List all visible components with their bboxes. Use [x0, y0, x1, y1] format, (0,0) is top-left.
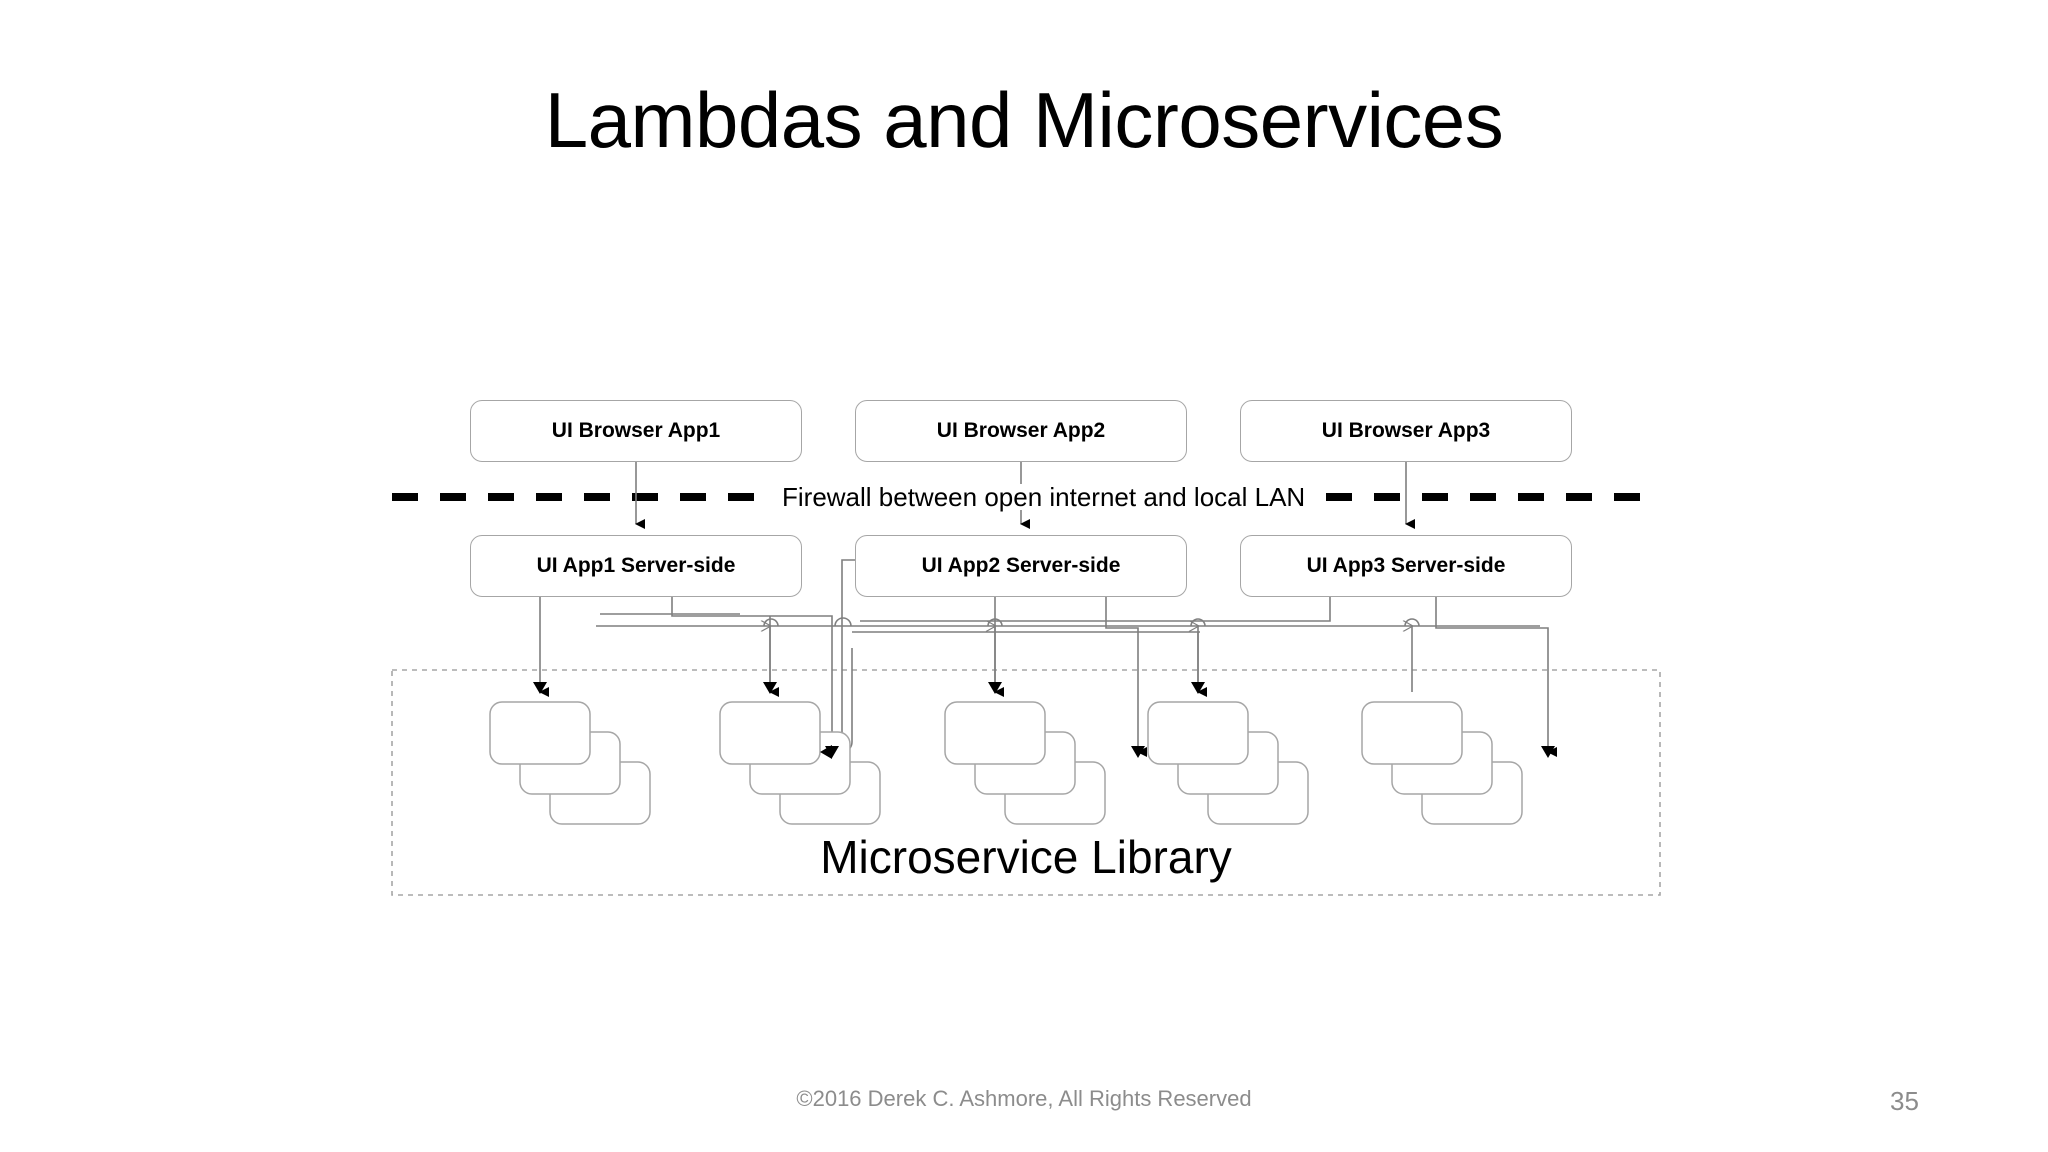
- node-ui-browser-app1[interactable]: UI Browser App1: [470, 400, 802, 462]
- node-ui-app1-server-side[interactable]: UI App1 Server-side: [470, 535, 802, 597]
- node-label: UI App2 Server-side: [921, 554, 1121, 577]
- connector-server2-leftleg: [841, 559, 858, 750]
- firewall-label: Firewall between open internet and local…: [774, 484, 1314, 510]
- node-label: UI Browser App3: [1321, 419, 1491, 442]
- connector-server1-busline: [671, 597, 841, 757]
- microservice-library-container: [391, 669, 1661, 896]
- node-ui-browser-app3[interactable]: UI Browser App3: [1240, 400, 1572, 462]
- node-label: UI Browser App2: [936, 419, 1106, 442]
- microservice-stacks: [489, 701, 1523, 825]
- node-label: UI App1 Server-side: [536, 554, 736, 577]
- microservice-stack-4: [1147, 701, 1309, 825]
- server-to-microservice-connectors: [539, 559, 1557, 757]
- node-ui-app3-server-side[interactable]: UI App3 Server-side: [1240, 535, 1572, 597]
- microservice-stack-3: [944, 701, 1106, 825]
- node-ui-app2-server-side[interactable]: UI App2 Server-side: [855, 535, 1187, 597]
- footer-page-number: 35: [1890, 1086, 1919, 1116]
- microservice-stack-arrowheads: [533, 682, 1205, 694]
- page-title: Lambdas and Microservices: [544, 76, 1504, 164]
- microservice-stack-1: [489, 701, 651, 825]
- node-label: UI Browser App1: [551, 419, 721, 442]
- node-label: UI App3 Server-side: [1306, 554, 1506, 577]
- microservice-library-label: Microservice Library: [820, 831, 1232, 883]
- connector-server1-ms1b: [640, 597, 800, 612]
- reverse-arrowhead-ms2: [820, 745, 832, 759]
- microservice-stack-2: [719, 701, 881, 825]
- microservice-stack-5: [1361, 701, 1523, 825]
- node-ui-browser-app2[interactable]: UI Browser App2: [855, 400, 1187, 462]
- footer-copyright: ©2016 Derek C. Ashmore, All Rights Reser…: [796, 1086, 1252, 1111]
- line-jump-hops: [763, 617, 1420, 627]
- connector-server2-ms4b: [1105, 597, 1147, 757]
- connector-server3-ms5b: [1435, 597, 1557, 757]
- connector-server3-busleft: [860, 597, 1331, 622]
